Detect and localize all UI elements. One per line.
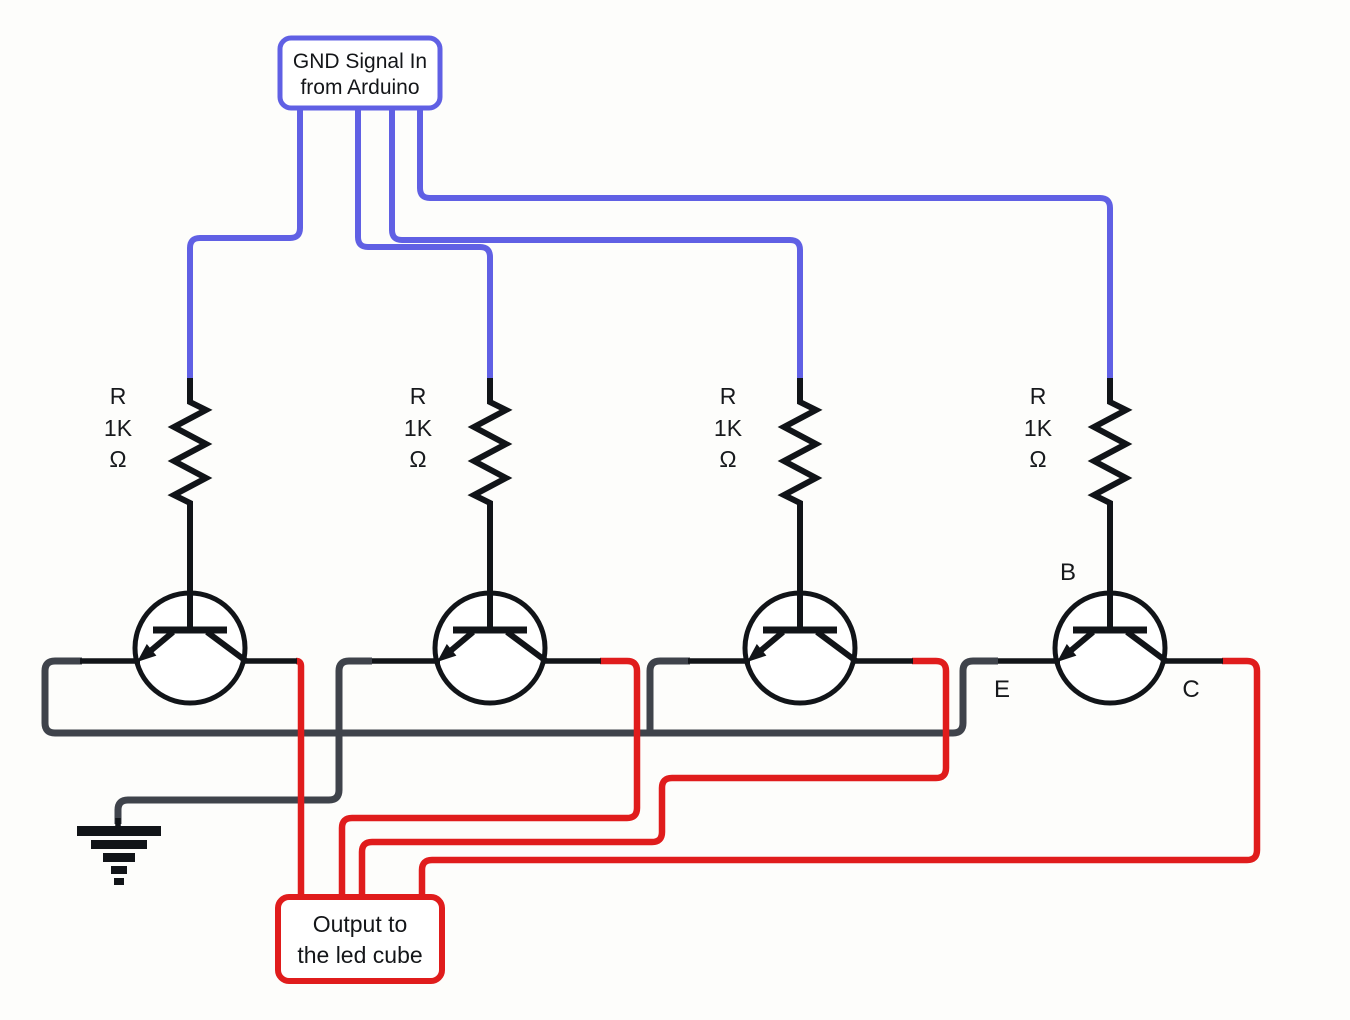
resistor-2-unit: Ω xyxy=(409,446,426,472)
signal-wire-1 xyxy=(187,104,303,378)
output-box-line2: the led cube xyxy=(297,942,422,968)
signal-wire-3 xyxy=(389,104,803,378)
resistor-3-value: 1K xyxy=(714,415,743,441)
resistor-4-unit: Ω xyxy=(1029,446,1046,472)
resistor-3-unit: Ω xyxy=(719,446,736,472)
resistor-1: R 1K Ω xyxy=(104,378,213,630)
ground-symbol xyxy=(77,818,161,885)
t4-collector-red-wire xyxy=(418,657,1261,899)
signal-wire-4 xyxy=(417,104,1113,378)
output-box-line1: Output to xyxy=(313,911,408,937)
transistor-3-collector-diagonal xyxy=(815,629,858,664)
resistor-1-ref: R xyxy=(110,383,127,409)
t3-collector-red-wire xyxy=(358,657,950,899)
resistor-2-zigzag xyxy=(467,378,513,630)
t2-emitter-ground-wire xyxy=(114,657,372,824)
resistor-3-ref: R xyxy=(720,383,737,409)
transistor-2-emitter-diagonal xyxy=(446,629,475,656)
resistor-1-zigzag xyxy=(167,378,213,630)
ground-bus xyxy=(41,657,998,737)
t2-collector-red-wire xyxy=(338,657,641,899)
t4-base-label: B xyxy=(1060,559,1076,586)
t4-collector-label: C xyxy=(1182,676,1199,703)
transistor-3 xyxy=(688,626,913,664)
resistor-3-zigzag xyxy=(777,378,823,630)
output-network xyxy=(295,657,1261,899)
transistor-3-emitter-diagonal xyxy=(756,629,785,656)
transistor-2-emitter-arrow xyxy=(437,644,457,662)
ground-network xyxy=(41,657,998,885)
resistor-4: R 1K Ω xyxy=(1024,378,1133,630)
output-box-outline xyxy=(275,894,445,984)
signal-wires xyxy=(187,104,1113,378)
arduino-input-box: GND Signal In from Arduino xyxy=(277,35,443,111)
resistor-1-value: 1K xyxy=(104,415,133,441)
t1-collector-red-wire xyxy=(295,657,305,899)
resistor-2: R 1K Ω xyxy=(404,378,513,630)
arduino-box-line2: from Arduino xyxy=(300,76,419,99)
resistor-3: R 1K Ω xyxy=(714,378,823,630)
resistor-1-unit: Ω xyxy=(109,446,126,472)
ground-bar-3 xyxy=(103,853,135,862)
ground-bar-2 xyxy=(91,840,147,849)
transistor-1 xyxy=(80,626,297,664)
transistor-1-emitter-arrow xyxy=(137,644,157,662)
resistor-4-zigzag xyxy=(1087,378,1133,630)
ground-bar-5 xyxy=(114,878,124,885)
transistor-4-emitter-diagonal xyxy=(1066,629,1095,656)
transistor-2 xyxy=(372,626,601,664)
transistor-2-collector-diagonal xyxy=(505,629,548,664)
resistor-2-ref: R xyxy=(410,383,427,409)
arduino-box-line1: GND Signal In xyxy=(293,50,427,73)
transistor-4-collector-diagonal xyxy=(1125,629,1168,664)
transistor-3-emitter-arrow xyxy=(747,644,767,662)
signal-wire-2 xyxy=(355,104,493,378)
ground-bar-1 xyxy=(77,826,161,836)
transistor-1-emitter-diagonal xyxy=(146,629,175,656)
arduino-box-outline xyxy=(277,35,443,111)
ground-bar-4 xyxy=(111,866,127,874)
resistor-4-value: 1K xyxy=(1024,415,1053,441)
led-output-box: Output to the led cube xyxy=(275,894,445,984)
resistor-2-value: 1K xyxy=(404,415,433,441)
t4-emitter-label: E xyxy=(994,676,1010,703)
transistor-4: B E C xyxy=(994,559,1223,703)
resistor-4-ref: R xyxy=(1030,383,1047,409)
transistor-4-emitter-arrow xyxy=(1057,644,1077,662)
t3-emitter-ground-wire xyxy=(646,657,690,733)
transistor-1-collector-diagonal xyxy=(205,629,248,664)
